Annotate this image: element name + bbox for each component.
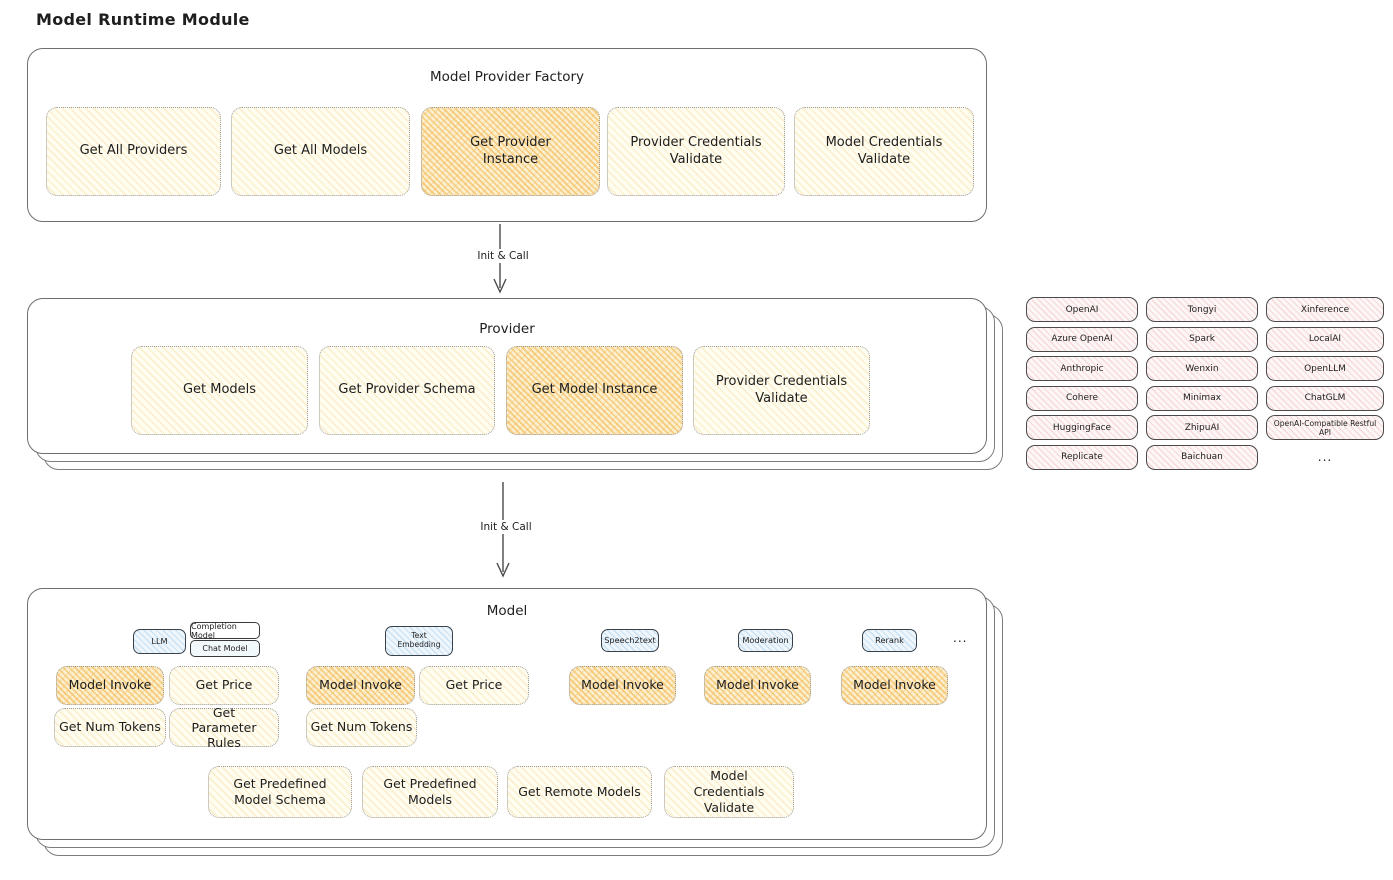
factory-box-title: Model Provider Factory [429,69,584,85]
provider-button-provider-credentials-validate: Provider Credentials Validate [693,346,870,435]
factory-button-provider-credentials-validate: Provider Credentials Validate [607,107,785,196]
factory-button-label: Model Credentials Validate [825,134,943,167]
provider-box: Provider Get Models Get Provider Schema … [27,298,987,454]
model-op-get-remote-models: Get Remote Models [507,766,652,818]
model-op-label: Get Parameter Rules [191,705,257,750]
provider-list-more-ellipsis: ... [1317,450,1333,464]
provider-cell-openai-compatible: OpenAI-Compatible Restful API [1266,415,1384,440]
model-op-label: Get Predefined Models [383,775,477,807]
provider-button-get-models: Get Models [131,346,308,435]
factory-button-get-provider-instance: Get Provider Instance [421,107,600,196]
provider-cell-baichuan: Baichuan [1146,444,1258,470]
model-op-label: Model Invoke [319,677,402,693]
model-op-label: Get Price [195,677,253,693]
model-op-label: Model Invoke [68,677,152,693]
provider-button-label: Get Provider Schema [338,382,476,398]
provider-box-title: Provider [479,321,535,337]
model-type-chip-llm: LLM [133,629,186,654]
provider-cell-huggingface: HuggingFace [1026,415,1138,440]
provider-cell-xinference: Xinference [1266,297,1384,322]
model-op-llm-model-invoke: Model Invoke [56,666,164,705]
model-op-label: Model Credentials Validate [693,767,765,816]
arrow-label-init-call-top: Init & Call [461,249,545,263]
page-title: Model Runtime Module [36,10,250,29]
arrow-label-init-call-bottom: Init & Call [464,520,548,534]
model-op-speech2text-model-invoke: Model Invoke [569,666,676,705]
provider-cell-wenxin: Wenxin [1146,356,1258,381]
provider-cell-localai: LocalAI [1266,326,1384,352]
provider-button-label: Get Models [182,382,257,398]
model-op-get-predefined-model-schema: Get Predefined Model Schema [208,766,352,818]
model-op-moderation-model-invoke: Model Invoke [704,666,811,705]
model-op-label: Get Num Tokens [310,719,413,735]
factory-button-model-credentials-validate: Model Credentials Validate [794,107,974,196]
provider-list-grid: OpenAI Tongyi Xinference Azure OpenAI Sp… [1026,297,1384,470]
model-op-text-embedding-get-price: Get Price [419,666,529,705]
provider-button-get-model-instance: Get Model Instance [506,346,683,435]
factory-button-label: Get Provider Instance [470,134,551,167]
model-op-label: Get Predefined Model Schema [233,775,327,807]
provider-button-get-provider-schema: Get Provider Schema [319,346,495,435]
factory-button-get-all-models: Get All Models [231,107,410,196]
model-op-rerank-model-invoke: Model Invoke [841,666,948,705]
provider-cell-replicate: Replicate [1026,444,1138,470]
model-op-llm-get-num-tokens: Get Num Tokens [54,708,166,747]
provider-cell-openllm: OpenLLM [1266,356,1384,381]
model-box-title: Model [486,603,528,619]
factory-button-label: Get All Providers [79,143,188,159]
factory-box: Model Provider Factory Get All Providers… [27,48,987,222]
provider-cell-minimax: Minimax [1146,385,1258,411]
model-types-more-ellipsis: ... [953,631,968,645]
model-op-model-credentials-validate: Model Credentials Validate [664,766,794,818]
provider-cell-tongyi: Tongyi [1146,297,1258,322]
provider-cell-azure-openai: Azure OpenAI [1026,326,1138,352]
factory-button-get-all-providers: Get All Providers [46,107,221,196]
provider-cell-anthropic: Anthropic [1026,356,1138,381]
model-op-label: Get Num Tokens [59,719,161,735]
model-type-chip-text-embedding: Text Embedding [385,626,453,656]
provider-button-label: Get Model Instance [531,382,658,398]
factory-button-label: Provider Credentials Validate [630,134,762,167]
provider-cell-cohere: Cohere [1026,385,1138,411]
model-op-text-embedding-model-invoke: Model Invoke [306,666,415,705]
model-type-chip-rerank: Rerank [862,629,917,652]
provider-cell-chatglm: ChatGLM [1266,385,1384,411]
model-op-get-predefined-models: Get Predefined Models [362,766,498,818]
model-op-label: Get Remote Models [518,783,641,799]
model-type-chip-completion-model: Completion Model [190,622,260,640]
model-type-chip-speech2text: Speech2text [601,629,659,652]
provider-cell-zhipuai: ZhipuAI [1146,415,1258,440]
model-op-label: Model Invoke [581,677,664,693]
model-type-chip-chat-model: Chat Model [190,640,260,657]
model-op-label: Model Invoke [716,677,799,693]
model-op-llm-get-price: Get Price [169,666,279,705]
provider-cell-spark: Spark [1146,326,1258,352]
model-type-chip-moderation: Moderation [738,629,793,652]
model-box: Model LLM Completion Model Chat Model Te… [27,588,987,840]
factory-button-label: Get All Models [273,143,368,159]
provider-cell-openai: OpenAI [1026,297,1138,322]
model-op-label: Model Invoke [853,677,936,693]
model-op-label: Get Price [445,677,503,693]
model-op-text-embedding-get-num-tokens: Get Num Tokens [306,708,417,747]
model-op-llm-get-parameter-rules: Get Parameter Rules [169,705,279,750]
provider-button-label: Provider Credentials Validate [715,373,848,406]
